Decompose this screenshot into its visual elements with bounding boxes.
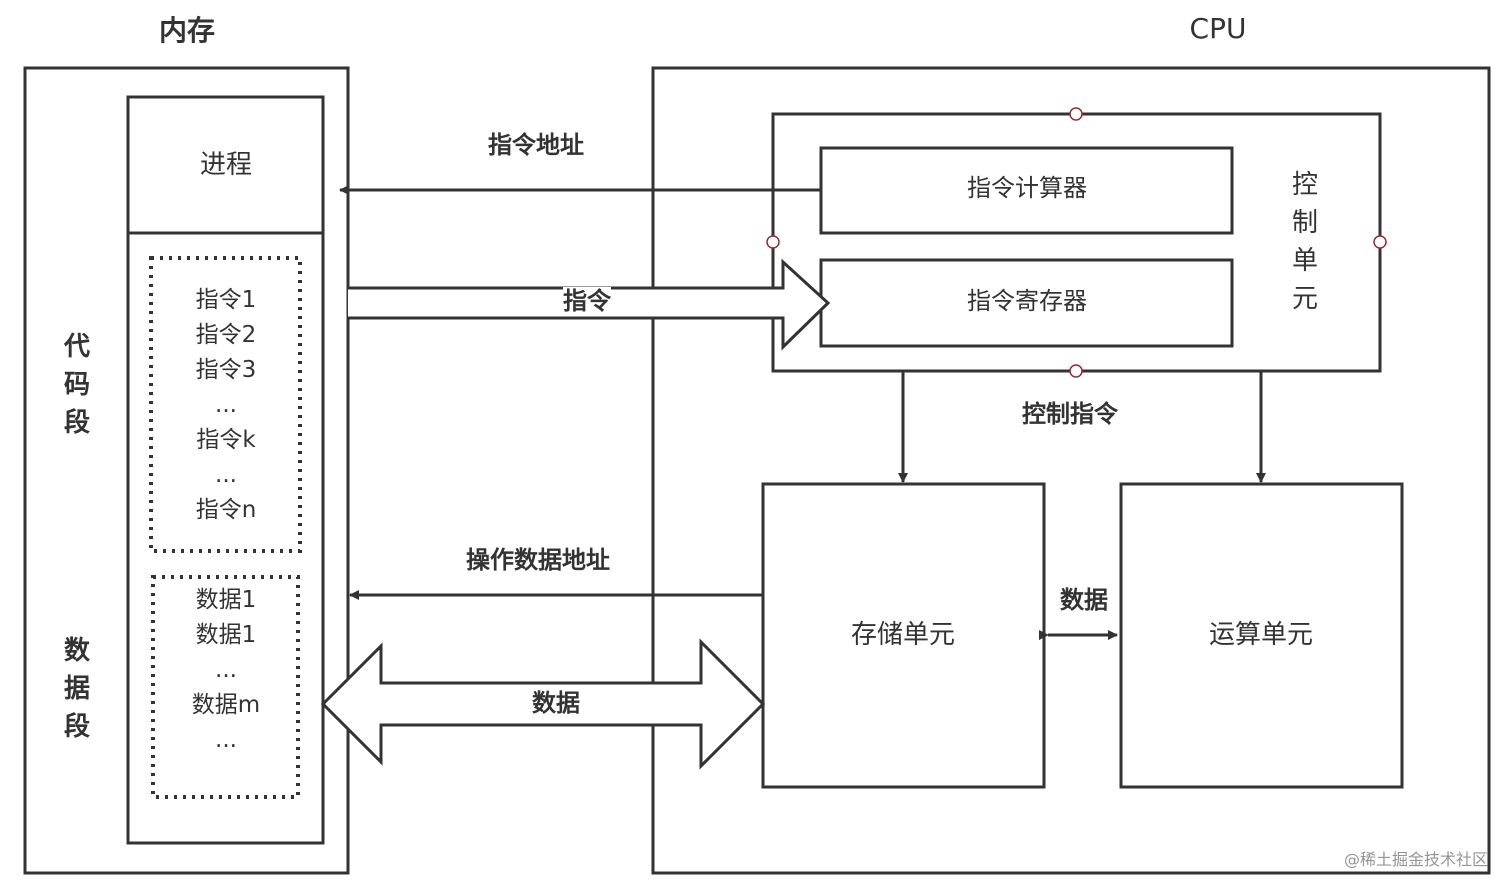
control-unit-char: 单 xyxy=(1291,246,1318,276)
port-top xyxy=(1069,107,1083,121)
data-bus-label: 数据 xyxy=(532,689,580,718)
port-bottom xyxy=(1069,364,1083,378)
process-label: 进程 xyxy=(199,150,253,180)
cpu-title: CPU xyxy=(1189,12,1247,45)
code-segment-char: 代 xyxy=(63,332,90,362)
instruction-list-box xyxy=(149,256,302,553)
operand-address-label: 操作数据地址 xyxy=(466,546,610,574)
memory-box xyxy=(23,66,350,875)
alu-label: 运算单元 xyxy=(1208,620,1314,650)
watermark: @稀土掘金技术社区 xyxy=(1343,850,1488,869)
data-item: 数据m xyxy=(191,692,261,718)
instruction-item: ... xyxy=(215,392,237,418)
storage-unit-label: 存储单元 xyxy=(850,620,956,650)
control-unit-char: 元 xyxy=(1291,284,1318,314)
instruction-item: 指令2 xyxy=(195,322,257,348)
alu-box xyxy=(1119,482,1404,789)
instruction-register-label: 指令寄存器 xyxy=(967,287,1087,315)
data-item: ... xyxy=(215,657,237,683)
instruction-item: 指令1 xyxy=(195,287,257,313)
instruction-address-label: 指令地址 xyxy=(488,131,584,159)
instruction-list: 指令1 指令2 指令3 ... 指令k ... 指令n xyxy=(196,283,257,528)
code-segment-char: 段 xyxy=(63,408,90,438)
port-right xyxy=(1373,235,1387,249)
code-segment-char: 码 xyxy=(63,370,90,400)
instruction-item: 指令3 xyxy=(195,357,257,383)
data-item: 数据1 xyxy=(195,587,257,613)
process-column xyxy=(126,95,325,845)
instruction-item: 指令n xyxy=(195,497,257,523)
data-segment-char: 据 xyxy=(63,674,90,704)
instruction-item: ... xyxy=(215,462,237,488)
control-unit-char: 制 xyxy=(1291,208,1318,238)
control-unit-label: 控 制 单 元 xyxy=(1285,166,1325,318)
code-segment-label: 代 码 段 xyxy=(57,328,97,442)
data-segment-label: 数 据 段 xyxy=(57,632,97,746)
instruction-label: 指令 xyxy=(563,287,611,316)
data-item: ... xyxy=(215,727,237,753)
program-counter-label: 指令计算器 xyxy=(967,174,1087,202)
data-item: 数据1 xyxy=(195,622,257,648)
control-unit-char: 控 xyxy=(1291,170,1318,200)
data-segment-char: 段 xyxy=(63,712,90,742)
internal-data-label: 数据 xyxy=(1060,586,1108,614)
port-left xyxy=(766,235,780,249)
control-instruction-label: 控制指令 xyxy=(1022,400,1118,428)
data-list: 数据1 数据1 ... 数据m ... xyxy=(192,583,260,758)
data-list-box xyxy=(151,575,300,799)
cpu-box xyxy=(651,66,1491,875)
data-segment-char: 数 xyxy=(63,636,90,666)
instruction-item: 指令k xyxy=(196,427,256,453)
memory-title: 内存 xyxy=(158,14,216,47)
